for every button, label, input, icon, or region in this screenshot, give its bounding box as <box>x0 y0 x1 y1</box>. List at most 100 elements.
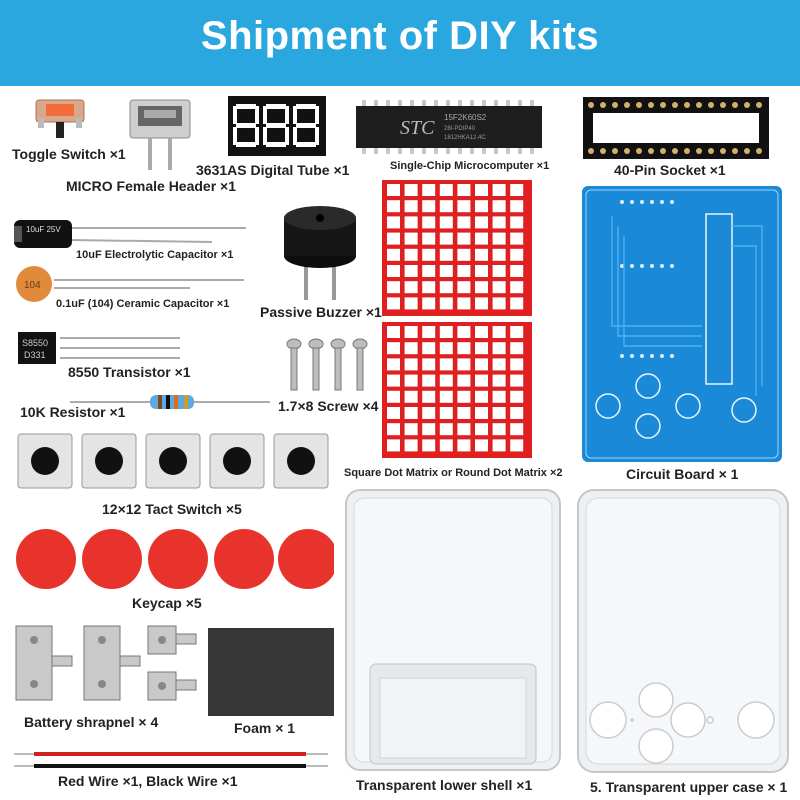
dot-matrix-led <box>475 248 488 261</box>
dot-matrix-led <box>510 439 524 452</box>
wires-image <box>14 748 330 772</box>
dot-matrix-led <box>457 439 471 452</box>
dot-matrix-led <box>404 265 418 277</box>
dot-matrix-led <box>457 248 471 261</box>
battery-shrapnel-image <box>14 622 204 708</box>
dot-matrix-led <box>510 265 524 277</box>
dot-matrix-bottom-image <box>382 322 532 458</box>
transistor-image: S8550 D331 <box>16 330 182 366</box>
screw-image <box>284 338 374 394</box>
dot-matrix-led <box>387 200 400 213</box>
dot-matrix-led <box>492 326 506 338</box>
svg-text:STC: STC <box>400 117 435 139</box>
label-lower-shell: Transparent lower shell ×1 <box>356 777 533 793</box>
buzzer-image <box>282 206 358 302</box>
dot-matrix-led <box>439 326 453 338</box>
dot-matrix-led <box>422 390 436 403</box>
dot-matrix-led <box>457 374 471 387</box>
dot-matrix-led <box>422 423 436 436</box>
dot-matrix-led <box>457 342 471 355</box>
dot-matrix-led <box>439 407 453 419</box>
dot-matrix-led <box>475 297 488 310</box>
svg-text:1812HKA12.4C: 1812HKA12.4C <box>444 135 486 141</box>
dot-matrix-led <box>510 200 524 213</box>
label-ceramic: 0.1uF (104) Ceramic Capacitor ×1 <box>56 298 230 310</box>
page-title: Shipment of DIY kits <box>200 14 600 58</box>
dot-matrix-led <box>387 342 400 355</box>
label-wire: Red Wire ×1, Black Wire ×1 <box>58 773 238 789</box>
dot-matrix-led <box>387 358 400 371</box>
dot-matrix-led <box>439 200 453 213</box>
dot-matrix-led <box>457 232 471 245</box>
dot-matrix-led <box>387 326 400 338</box>
dot-matrix-led <box>510 358 524 371</box>
dot-matrix-led <box>387 439 400 452</box>
dot-matrix-led <box>457 358 471 371</box>
label-toggle-switch: Toggle Switch ×1 <box>12 146 126 162</box>
dot-matrix-led <box>439 342 453 355</box>
label-screw: 1.7×8 Screw ×4 <box>278 398 379 414</box>
dot-matrix-led <box>492 232 506 245</box>
dot-matrix-led <box>457 216 471 229</box>
dot-matrix-led <box>439 358 453 371</box>
dot-matrix-led <box>510 297 524 310</box>
dot-matrix-led <box>475 200 488 213</box>
resistor-image <box>70 394 270 410</box>
dot-matrix-led <box>404 358 418 371</box>
label-dot-matrix: Square Dot Matrix or Round Dot Matrix ×2 <box>344 467 563 479</box>
dot-matrix-led <box>404 216 418 229</box>
dot-matrix-led <box>510 342 524 355</box>
dot-matrix-led <box>457 200 471 213</box>
dot-matrix-led <box>387 297 400 310</box>
label-upper-case: 5. Transparent upper case × 1 <box>590 779 788 795</box>
dot-matrix-led <box>475 342 488 355</box>
dot-matrix-body <box>382 322 532 458</box>
dot-matrix-led <box>510 248 524 261</box>
dot-matrix-led <box>457 265 471 277</box>
dot-matrix-top-image <box>382 180 532 316</box>
svg-text:S8550: S8550 <box>22 338 48 348</box>
label-keycap: Keycap ×5 <box>132 595 202 611</box>
dot-matrix-led <box>387 374 400 387</box>
dot-matrix-led <box>492 423 506 436</box>
dot-matrix-led <box>422 248 436 261</box>
dot-matrix-led <box>510 216 524 229</box>
label-foam: Foam × 1 <box>234 720 296 736</box>
svg-text:15F2K60S2: 15F2K60S2 <box>444 113 487 122</box>
dot-matrix-led <box>457 184 471 196</box>
dot-matrix-led <box>492 297 506 310</box>
dot-matrix-led <box>510 374 524 387</box>
circuit-board-image <box>582 186 782 462</box>
upper-case-image <box>576 488 790 774</box>
dot-matrix-led <box>510 232 524 245</box>
dot-matrix-led <box>492 281 506 294</box>
dot-matrix-led <box>492 439 506 452</box>
dot-matrix-led <box>475 265 488 277</box>
dot-matrix-led <box>387 184 400 196</box>
dot-matrix-led <box>457 407 471 419</box>
dot-matrix-led <box>439 232 453 245</box>
dot-matrix-led <box>404 232 418 245</box>
dot-matrix-led <box>457 281 471 294</box>
dot-matrix-led <box>492 184 506 196</box>
dot-matrix-led <box>404 342 418 355</box>
dot-matrix-led <box>387 423 400 436</box>
dot-matrix-led <box>457 423 471 436</box>
dot-matrix-led <box>492 342 506 355</box>
dot-matrix-led <box>510 407 524 419</box>
dot-matrix-led <box>422 297 436 310</box>
dot-matrix-led <box>422 265 436 277</box>
dot-matrix-led <box>475 216 488 229</box>
svg-text:28I-PDIP40: 28I-PDIP40 <box>444 126 476 132</box>
dot-matrix-led <box>404 248 418 261</box>
dot-matrix-led <box>439 374 453 387</box>
toggle-switch-image <box>34 96 86 142</box>
dot-matrix-led <box>422 200 436 213</box>
dot-matrix-led <box>404 423 418 436</box>
dot-matrix-led <box>439 297 453 310</box>
dot-matrix-led <box>439 390 453 403</box>
dot-matrix-led <box>422 184 436 196</box>
dot-matrix-led <box>439 248 453 261</box>
electrolytic-capacitor-image: 10uF 25V <box>12 216 248 256</box>
dot-matrix-led <box>475 326 488 338</box>
